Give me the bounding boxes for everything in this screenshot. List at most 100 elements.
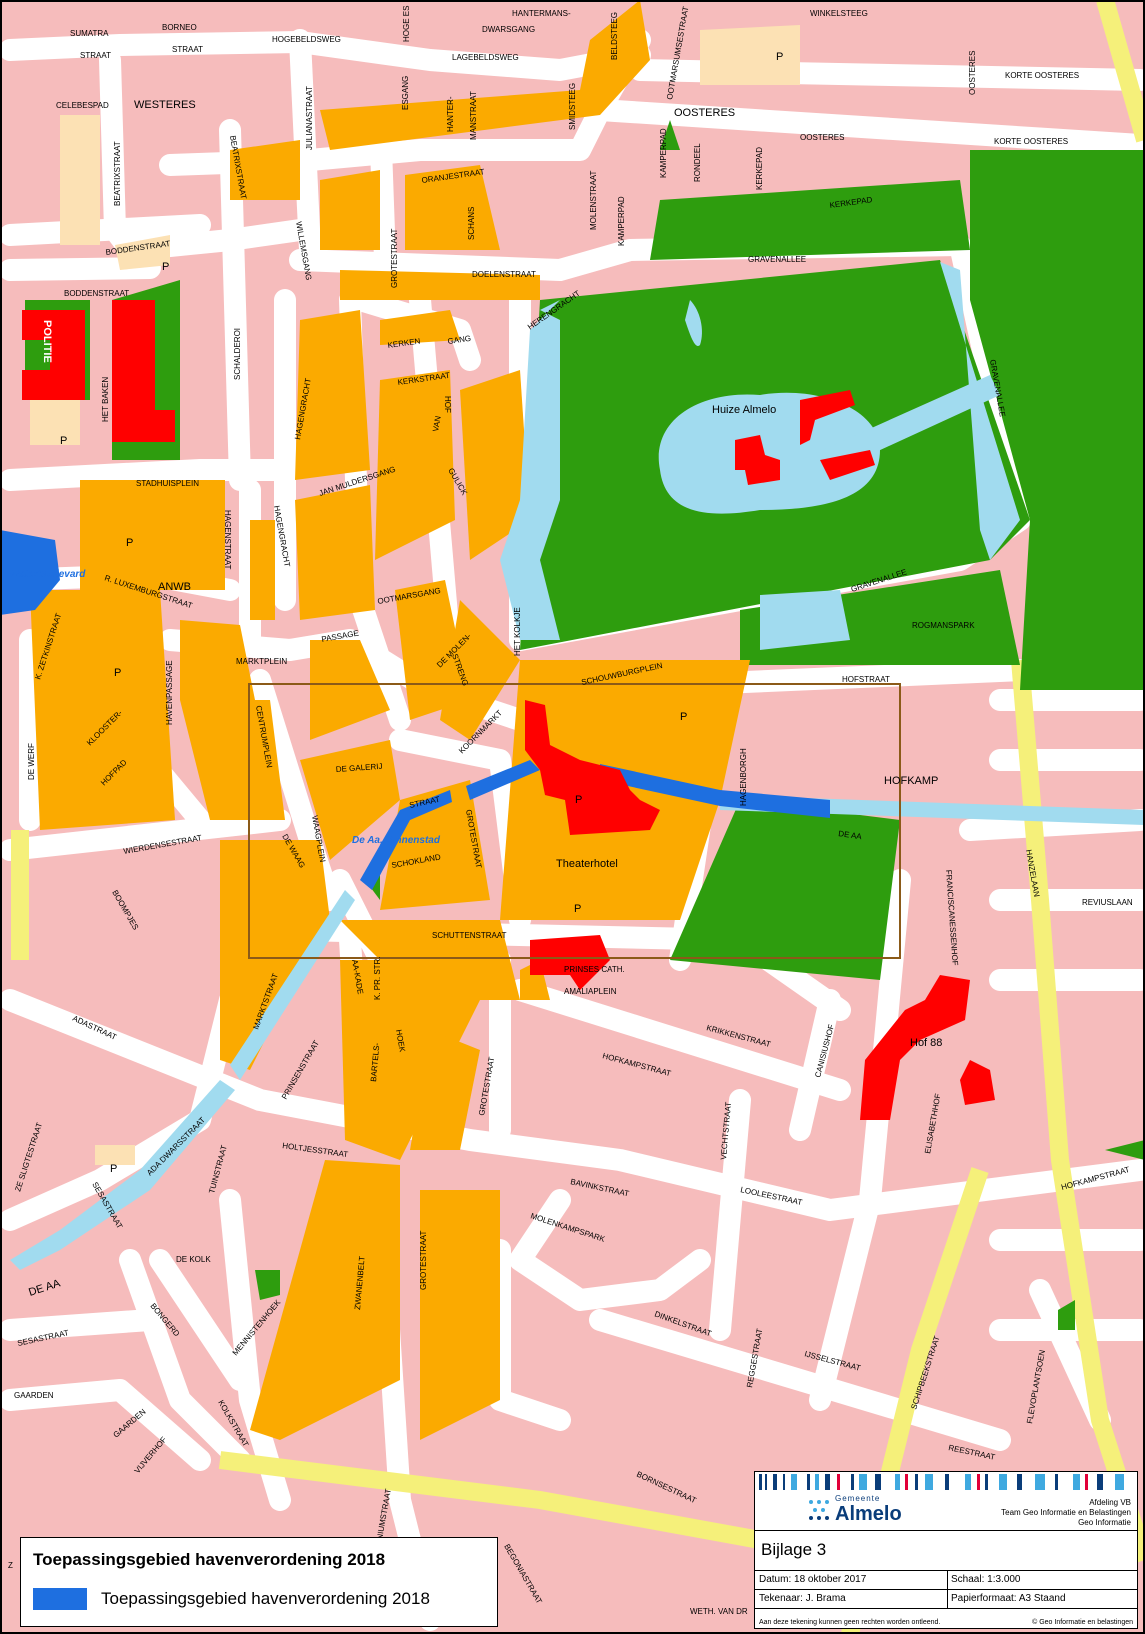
- svg-text:HANTERMANS-: HANTERMANS-: [512, 9, 571, 18]
- svg-text:KORTE OOSTERES: KORTE OOSTERES: [994, 137, 1068, 146]
- svg-text:GROTESTRAAT: GROTESTRAAT: [419, 1230, 428, 1290]
- svg-text:P: P: [114, 667, 121, 679]
- svg-text:Theaterhotel: Theaterhotel: [556, 858, 618, 870]
- svg-text:LAGEBELDSWEG: LAGEBELDSWEG: [452, 53, 519, 62]
- svg-text:WESTERES: WESTERES: [134, 99, 196, 111]
- svg-text:DWARSGANG: DWARSGANG: [482, 25, 535, 34]
- svg-text:DE GALERIJ: DE GALERIJ: [336, 762, 383, 774]
- color-bars-decoration: [755, 1472, 1137, 1490]
- harbour-water: [0, 530, 830, 890]
- svg-text:HOF: HOF: [443, 396, 452, 413]
- logo-gemeente-text: Gemeente: [835, 1494, 881, 1503]
- svg-text:VAN: VAN: [431, 415, 443, 432]
- logo-dots-icon: [809, 1500, 829, 1520]
- svg-text:OOSTERES: OOSTERES: [800, 133, 844, 142]
- svg-text:KAMPERPAD: KAMPERPAD: [659, 128, 668, 178]
- svg-text:WINKELSTEEG: WINKELSTEEG: [810, 9, 868, 18]
- svg-text:HOEK: HOEK: [394, 1029, 407, 1054]
- title-block: Gemeente Almelo Afdeling VB Team Geo Inf…: [754, 1471, 1138, 1629]
- svg-text:HET KOLKJE: HET KOLKJE: [513, 607, 522, 656]
- svg-text:P: P: [575, 794, 582, 806]
- bijlage-heading: Bijlage 3: [755, 1531, 1137, 1571]
- copyright-text: © Geo Informatie en belastingen: [1032, 1619, 1133, 1626]
- svg-text:HOFKAMP: HOFKAMP: [884, 775, 938, 787]
- department-info: Afdeling VB Team Geo Informatie en Belas…: [1001, 1498, 1131, 1527]
- svg-text:SCHALDEROI: SCHALDEROI: [233, 328, 242, 380]
- svg-text:GROTESTRAAT: GROTESTRAAT: [390, 228, 399, 288]
- svg-text:POLITIE: POLITIE: [41, 320, 53, 363]
- svg-text:P: P: [162, 261, 169, 273]
- svg-text:KORTE OOSTERES: KORTE OOSTERES: [1005, 71, 1079, 80]
- svg-text:Huize Almelo: Huize Almelo: [712, 404, 776, 416]
- svg-text:BARTELS-: BARTELS-: [369, 1042, 381, 1082]
- svg-text:ROGMANSPARK: ROGMANSPARK: [912, 621, 975, 630]
- buildings: [22, 300, 995, 1120]
- svg-text:PRINSES CATH.: PRINSES CATH.: [564, 965, 625, 974]
- legend-swatch: [33, 1588, 87, 1610]
- logo-almelo-text: Almelo: [835, 1503, 902, 1525]
- svg-text:SCHANS: SCHANS: [467, 207, 476, 240]
- svg-text:JULIANASTRAAT: JULIANASTRAAT: [305, 86, 314, 150]
- date-text: Datum: 18 oktober 2017: [759, 1574, 867, 1585]
- svg-text:MARKTPLEIN: MARKTPLEIN: [236, 657, 287, 666]
- svg-text:ANWB: ANWB: [158, 581, 191, 593]
- svg-text:CELEBESPAD: CELEBESPAD: [56, 101, 109, 110]
- svg-text:WETH. VAN DR: WETH. VAN DR: [690, 1607, 748, 1616]
- svg-text:Hof 88: Hof 88: [910, 1037, 942, 1049]
- svg-text:SUMATRA: SUMATRA: [70, 29, 109, 38]
- svg-text:STRAAT: STRAAT: [172, 45, 203, 54]
- svg-text:RONDEEL: RONDEEL: [693, 143, 702, 182]
- parking-areas: [30, 25, 800, 1165]
- svg-text:BELDSTEEG: BELDSTEEG: [610, 12, 619, 60]
- svg-text:DE WERF: DE WERF: [27, 743, 36, 780]
- svg-text:P: P: [776, 51, 783, 63]
- paper-format-text: Papierformaat: A3 Staand: [951, 1593, 1066, 1604]
- svg-text:HOGEBELDSWEG: HOGEBELDSWEG: [272, 35, 341, 44]
- svg-text:REVIUSLAAN: REVIUSLAAN: [1082, 898, 1133, 907]
- svg-text:HAGENBORGH: HAGENBORGH: [739, 748, 748, 806]
- svg-text:AMALIAPLEIN: AMALIAPLEIN: [564, 987, 617, 996]
- svg-text:De Aa, Binnenstad: De Aa, Binnenstad: [352, 835, 441, 846]
- svg-text:P: P: [60, 435, 67, 447]
- svg-text:Z: Z: [8, 1561, 13, 1570]
- svg-text:MOLENSTRAAT: MOLENSTRAAT: [589, 170, 598, 230]
- legend-title: Toepassingsgebied havenverordening 2018: [33, 1550, 386, 1569]
- svg-text:HAGENSTRAAT: HAGENSTRAAT: [223, 510, 232, 570]
- svg-text:SCHUTTENSTRAAT: SCHUTTENSTRAAT: [432, 931, 507, 940]
- svg-text:HANTER-: HANTER-: [446, 96, 455, 132]
- svg-text:ESGANG: ESGANG: [401, 76, 410, 110]
- municipality-logo: Gemeente Almelo Afdeling VB Team Geo Inf…: [755, 1490, 1137, 1531]
- svg-text:MANSTRAAT: MANSTRAAT: [469, 91, 478, 140]
- svg-text:BEATRIXSTRAAT: BEATRIXSTRAAT: [113, 141, 122, 206]
- svg-text:SMIDSTEEG: SMIDSTEEG: [568, 83, 577, 130]
- svg-text:GAARDEN: GAARDEN: [14, 1391, 54, 1400]
- study-area-frame: [248, 683, 901, 959]
- svg-text:HET BAKEN: HET BAKEN: [101, 377, 110, 422]
- svg-text:DE KOLK: DE KOLK: [176, 1255, 211, 1264]
- svg-text:BODDENSTRAAT: BODDENSTRAAT: [64, 289, 129, 298]
- svg-text:BORNEO: BORNEO: [162, 23, 197, 32]
- svg-text:P: P: [110, 1163, 117, 1175]
- svg-text:Waterboulevard: Waterboulevard: [10, 569, 86, 580]
- svg-text:STADHUISPLEIN: STADHUISPLEIN: [136, 479, 199, 488]
- svg-text:GANG: GANG: [447, 334, 472, 346]
- legend: Toepassingsgebied havenverordening 2018 …: [20, 1537, 498, 1627]
- date-scale-row: Datum: 18 oktober 2017 Schaal: 1:3.000: [755, 1571, 1137, 1590]
- svg-text:P: P: [574, 903, 581, 915]
- svg-text:KERKEPAD: KERKEPAD: [755, 147, 764, 190]
- svg-text:HOGE ES: HOGE ES: [402, 6, 411, 42]
- svg-text:OOSTERES: OOSTERES: [674, 107, 735, 119]
- legend-item-label: Toepassingsgebied havenverordening 2018: [101, 1589, 430, 1608]
- author-text: Tekenaar: J. Brama: [759, 1593, 846, 1604]
- disclaimer-text: Aan deze tekening kunnen geen rechten wo…: [759, 1619, 941, 1626]
- svg-text:DE AA: DE AA: [838, 829, 863, 841]
- svg-text:STRAAT: STRAAT: [80, 51, 111, 60]
- svg-text:HOFSTRAAT: HOFSTRAAT: [842, 675, 890, 684]
- svg-text:HAVENPASSAGE: HAVENPASSAGE: [165, 660, 174, 725]
- svg-text:DOELENSTRAAT: DOELENSTRAAT: [472, 270, 536, 279]
- svg-text:K. PR. STR.: K. PR. STR.: [373, 956, 382, 1000]
- svg-text:GRAVENALLEE: GRAVENALLEE: [748, 255, 806, 264]
- author-paper-row: Tekenaar: J. Brama Papierformaat: A3 Sta…: [755, 1590, 1137, 1609]
